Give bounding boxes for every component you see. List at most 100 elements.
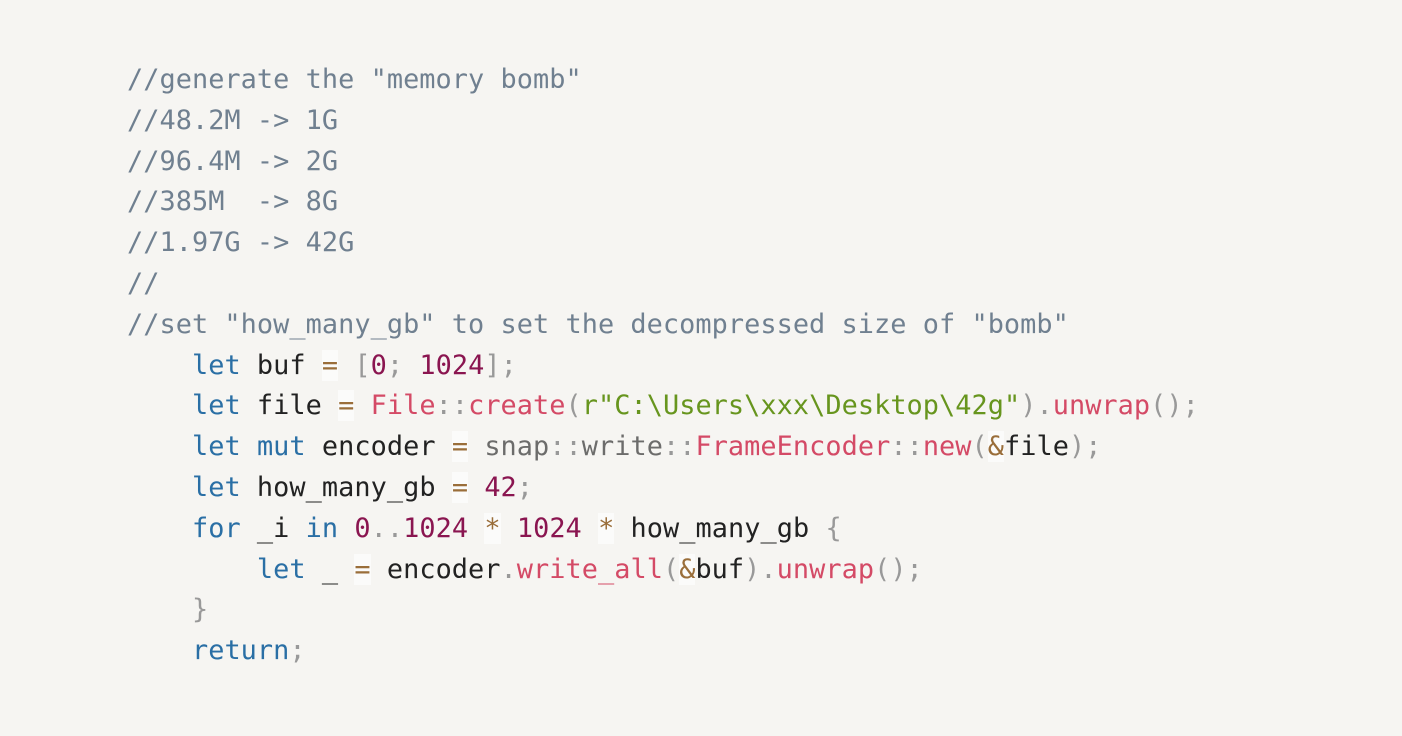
code-line: //48.2M -> 1G (127, 101, 1199, 142)
code-line: let buf = [0; 1024]; (127, 346, 1199, 387)
token-operator: = (451, 471, 469, 503)
token-punctuation: ]; (484, 349, 517, 381)
code-line: let _ = encoder.write_all(&buf).unwrap()… (127, 550, 1199, 591)
token-punctuation: ). (1020, 390, 1053, 422)
token-function: create (468, 390, 566, 422)
token-keyword: return (191, 635, 290, 667)
token-plain (127, 513, 192, 544)
token-plain (127, 350, 192, 381)
token-plain: encoder (305, 431, 452, 463)
token-punctuation: :: (435, 390, 469, 422)
code-line: //set "how_many_gb" to set the decompres… (127, 305, 1199, 346)
code-line: //385M -> 8G (127, 182, 1199, 223)
token-number: 1024 (516, 512, 582, 544)
token-comment: //set "how_many_gb" to set the decompres… (127, 308, 1069, 340)
token-operator: & (987, 431, 1005, 463)
token-plain: encoder (370, 553, 501, 585)
token-comment: //generate the "memory bomb" (127, 64, 582, 95)
token-punctuation: . (500, 553, 517, 585)
token-plain: file (240, 390, 339, 422)
token-punctuation: [ (354, 349, 371, 381)
token-plain (468, 513, 484, 544)
code-line: let how_many_gb = 42; (127, 468, 1199, 509)
token-plain (127, 431, 192, 462)
token-keyword: let (256, 553, 306, 585)
token-keyword: let (191, 431, 241, 463)
token-punctuation: ); (1069, 431, 1102, 463)
token-plain: how_many_gb (240, 471, 452, 503)
code-line: return; (127, 631, 1199, 672)
token-punctuation: ( (662, 553, 680, 585)
token-keyword: in (305, 512, 339, 544)
token-plain (127, 594, 192, 625)
token-plain (501, 513, 517, 544)
token-punctuation: .. (370, 512, 404, 544)
token-punctuation: ; (386, 349, 404, 381)
token-plain (338, 350, 354, 381)
token-number: 1024 (419, 349, 485, 381)
token-operator: = (321, 349, 339, 381)
token-keyword: let (191, 349, 241, 381)
token-plain: _ (305, 553, 355, 585)
token-function: unwrap (776, 553, 875, 585)
token-plain (354, 390, 370, 421)
token-plain (338, 513, 354, 544)
token-punctuation: :: (662, 431, 696, 463)
token-string: r"C:\Users\xxx\Desktop\42g" (581, 390, 1021, 422)
token-punctuation: ( (565, 390, 582, 422)
token-plain (403, 350, 419, 381)
token-plain: file (1004, 431, 1069, 463)
token-punctuation: ; (516, 471, 534, 503)
token-function: File (370, 390, 436, 422)
code-line: let mut encoder = snap::write::FrameEnco… (127, 427, 1199, 468)
token-punctuation: ( (971, 431, 988, 463)
token-punctuation: { (825, 512, 842, 544)
code-line: let file = File::create(r"C:\Users\xxx\D… (127, 386, 1199, 427)
token-plain (127, 554, 257, 585)
token-punctuation: (); (874, 553, 923, 585)
token-plain: buf (695, 553, 745, 585)
token-punctuation: :: (890, 431, 923, 463)
token-plain (241, 431, 257, 462)
token-plain (582, 513, 598, 544)
code-line: } (127, 590, 1199, 631)
token-operator: = (451, 431, 469, 463)
token-plain (468, 472, 484, 503)
token-comment: // (127, 267, 160, 299)
token-keyword: mut (256, 431, 306, 463)
token-operator: = (354, 553, 371, 585)
token-plain (127, 472, 192, 503)
token-function: new (922, 431, 972, 463)
token-namespace: snap (484, 431, 550, 463)
code-block: //generate the "memory bomb" //48.2M -> 1… (127, 60, 1199, 672)
token-comment: //48.2M -> 1G (127, 104, 339, 136)
token-punctuation: ). (744, 553, 777, 585)
token-keyword: for (191, 512, 241, 544)
token-number: 42 (484, 471, 517, 503)
token-function: FrameEncoder (695, 431, 891, 463)
token-plain: _i (240, 512, 306, 544)
token-number: 0 (354, 512, 371, 544)
token-keyword: let (191, 471, 241, 503)
token-namespace: write (581, 431, 663, 463)
token-operator: * (484, 512, 501, 544)
token-plain (468, 431, 484, 462)
code-line: //generate the "memory bomb" (127, 60, 1199, 101)
token-function: write_all (516, 553, 663, 585)
token-operator: = (338, 390, 355, 422)
code-line: // (127, 264, 1199, 305)
code-line: //96.4M -> 2G (127, 142, 1199, 183)
token-punctuation: ; (289, 635, 306, 667)
token-plain (127, 635, 192, 666)
token-punctuation: } (191, 594, 209, 626)
token-operator: & (679, 553, 696, 585)
token-number: 0 (370, 349, 387, 381)
token-function: unwrap (1052, 390, 1151, 422)
token-plain (127, 390, 192, 421)
token-keyword: let (191, 390, 241, 422)
token-punctuation: (); (1150, 390, 1199, 422)
token-operator: * (598, 512, 615, 544)
token-plain: how_many_gb (614, 512, 826, 544)
token-number: 1024 (403, 512, 469, 544)
code-line: //1.97G -> 42G (127, 223, 1199, 264)
